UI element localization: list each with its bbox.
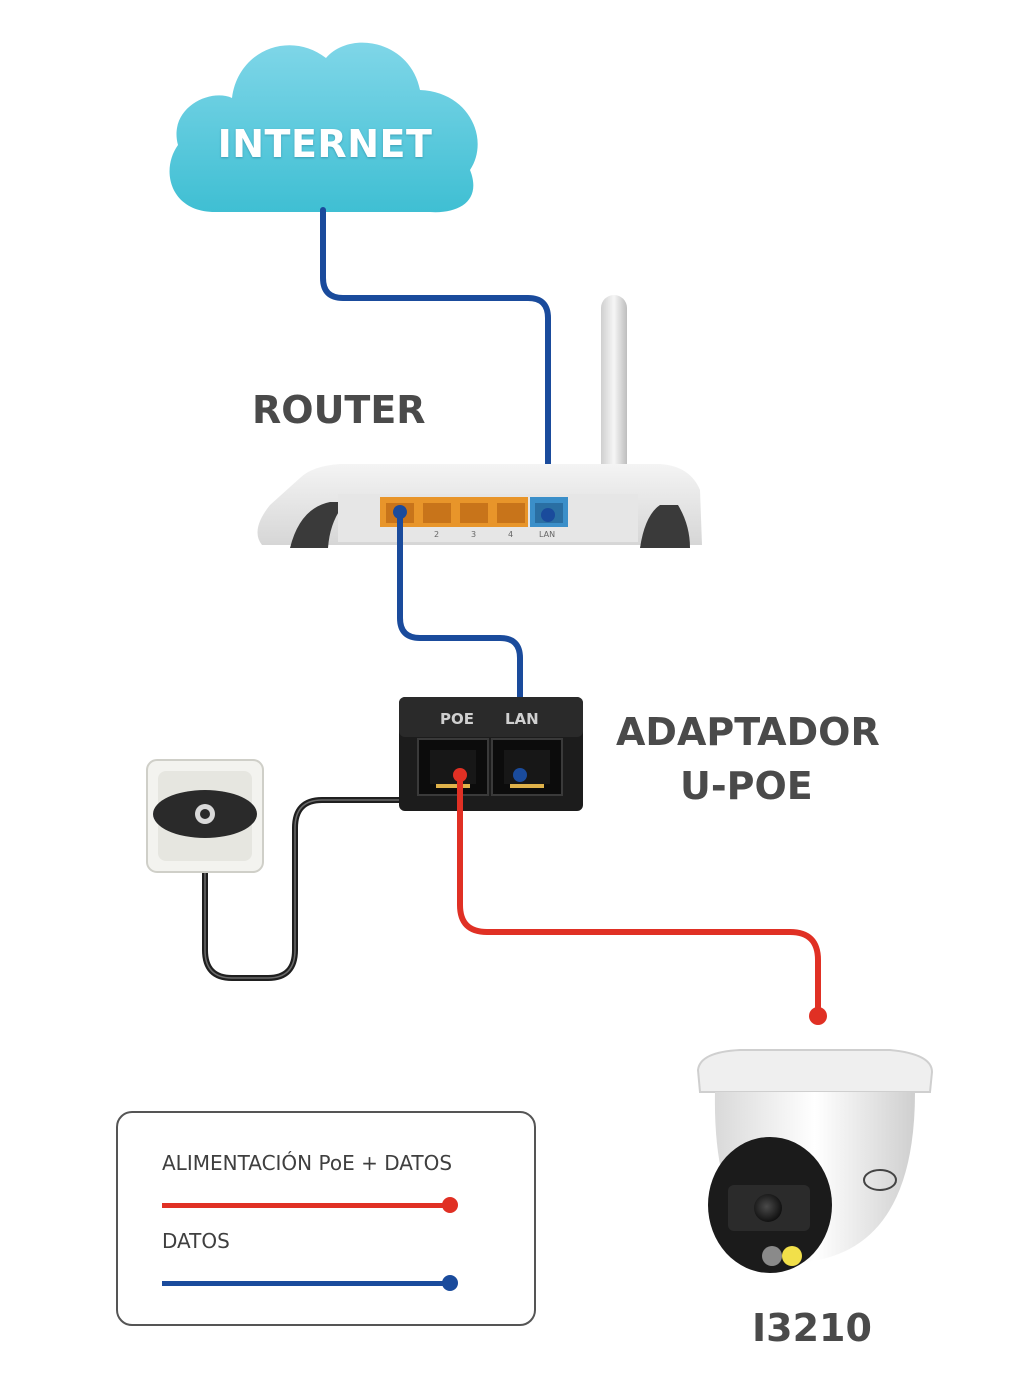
poe-cable-camera-end [809, 1007, 827, 1025]
router-label: ROUTER [252, 388, 426, 432]
router-device [257, 464, 702, 548]
camera-label: I3210 [752, 1306, 872, 1350]
data-cable-internet-router [320, 207, 551, 518]
router-port-label: 4 [508, 530, 514, 539]
legend-label-data: DATOS [162, 1229, 230, 1253]
adapter-label-line2: U-POE [680, 764, 813, 808]
legend-dot-data [442, 1275, 458, 1291]
internet-cloud [169, 42, 478, 213]
data-cable-router-plug [393, 505, 407, 519]
router-port-label: LAN [539, 530, 556, 539]
legend-line-poe-data [162, 1203, 449, 1208]
router-port-label: 2 [434, 530, 440, 539]
poe-cable-adapter-camera [457, 772, 821, 1018]
internet-label: INTERNET [217, 122, 433, 166]
u-poe-adapter [399, 697, 583, 811]
legend-label-poe-data: ALIMENTACIÓN PoE + DATOS [162, 1151, 453, 1175]
poe-cable-adapter-plug [453, 768, 467, 782]
camera-device [696, 1049, 934, 1273]
adapter-port-lan-label: LAN [505, 710, 539, 728]
data-cable-router-adapter [397, 509, 523, 778]
adapter-port-poe-label: POE [440, 710, 474, 728]
wall-outlet [146, 759, 264, 873]
data-cable-router-lan-plug [541, 508, 555, 522]
data-cable-adapter-plug [513, 768, 527, 782]
router-port-label: 3 [471, 530, 477, 539]
adapter-label-line1: ADAPTADOR [616, 710, 880, 754]
legend-line-data [162, 1281, 449, 1286]
legend: ALIMENTACIÓN PoE + DATOS DATOS [116, 1111, 536, 1326]
legend-dot-poe-data [442, 1197, 458, 1213]
